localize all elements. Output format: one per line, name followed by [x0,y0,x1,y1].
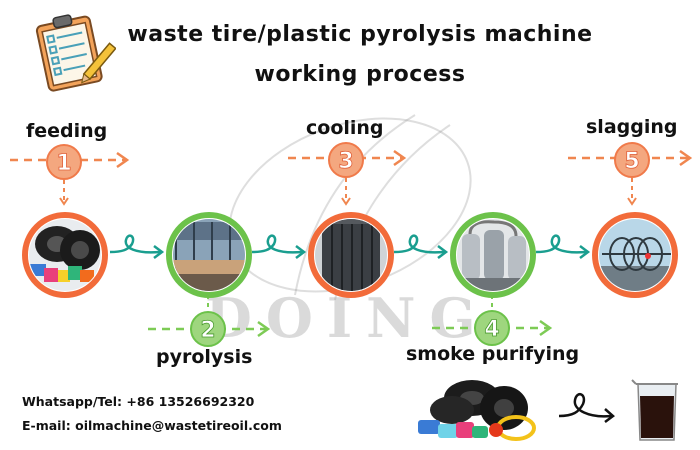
step-5-number: 5 [624,149,639,174]
step-2-badge: 2 [190,311,226,347]
title-line-2: working process [254,62,466,87]
step-1-label: feeding [26,120,108,142]
clipboard-icon [35,14,116,92]
watermark-text: DOING [205,286,490,350]
step-2-label: pyrolysis [156,346,253,368]
step-3-label: cooling [306,117,384,139]
title-line-1: waste tire/plastic pyrolysis machine [127,22,593,47]
oil-beaker-icon [631,379,678,441]
step-1-number: 1 [56,151,71,176]
connector-4-5-icon [535,234,591,259]
step-2-image [166,212,252,298]
step-4-image [450,212,536,298]
output-arrow-icon [558,392,615,423]
step-3-image [308,212,394,298]
step-5-badge: 5 [614,142,650,178]
step-1-image [22,212,108,298]
contact-email: E-mail: oilmachine@wastetireoil.com [22,418,282,433]
step-3-number: 3 [338,149,353,174]
connector-3-4-icon [393,234,449,259]
contact-whatsapp: Whatsapp/Tel: +86 13526692320 [22,394,255,409]
step-4-label: smoke purifying [406,343,580,365]
step-4-number: 4 [484,317,499,342]
step-4-badge: 4 [474,310,510,346]
bottom-arrows-layer [148,295,553,338]
step-3-badge: 3 [328,142,364,178]
step-1-badge: 1 [46,144,82,180]
connector-1-2-icon [109,234,165,259]
step-5-image [592,212,678,298]
step-5-label: slagging [586,116,678,138]
step-2-number: 2 [200,318,215,343]
raw-materials-image [418,380,536,441]
connector-2-3-icon [251,234,307,259]
